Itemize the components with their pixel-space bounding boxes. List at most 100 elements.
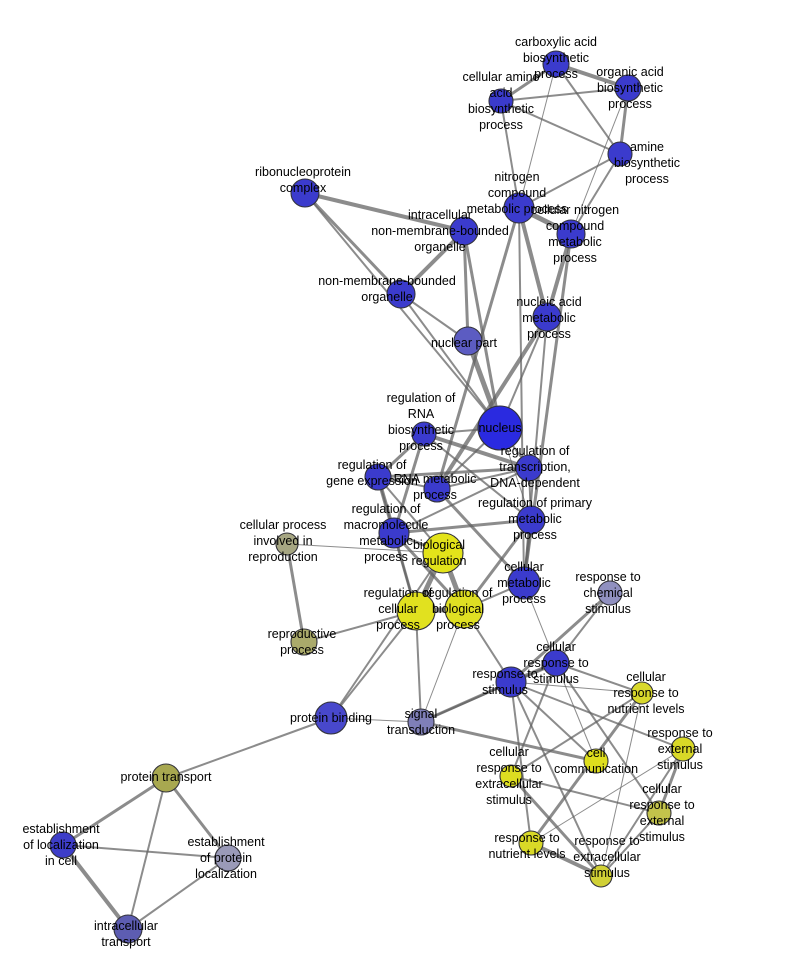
node-cellular_nitrogen_compound_metabolic[interactable]: [556, 219, 586, 249]
node-establishment_protein_localization[interactable]: [214, 844, 242, 872]
edge-establishment_localization_cell--establishment_protein_localization[interactable]: [62, 844, 229, 859]
edge-cellular_amino_acid_biosynthetic--amine_biosynthetic[interactable]: [500, 100, 621, 155]
node-reproductive_process[interactable]: [290, 628, 318, 656]
node-reg_cellular_process[interactable]: [396, 591, 436, 631]
edge-nmb_organelle--nucleus[interactable]: [400, 293, 501, 429]
edge-establishment_protein_localization--intracellular_transport[interactable]: [127, 857, 229, 930]
edge-protein_transport--intracellular_transport[interactable]: [127, 777, 167, 930]
node-amine_biosynthetic[interactable]: [607, 141, 633, 167]
edge-cellular_response_nutrient--cellular_response_extracellular[interactable]: [510, 692, 643, 777]
edge-response_nutrient--response_extracellular[interactable]: [529, 841, 603, 878]
edge-intracellular_nmb_organelle--nmb_organelle[interactable]: [399, 229, 466, 296]
node-reg_rna_biosynthetic[interactable]: [411, 421, 437, 447]
edge-intracellular_nmb_organelle--nuclear_part[interactable]: [462, 229, 470, 343]
node-reg_biological_process[interactable]: [444, 589, 484, 629]
node-response_extracellular[interactable]: [589, 864, 613, 888]
node-reg_macromolecule_metabolic[interactable]: [378, 517, 410, 549]
edge-protein_transport--establishment_protein_localization[interactable]: [164, 776, 230, 860]
edge-cellular_response_nutrient--response_extracellular[interactable]: [600, 692, 643, 877]
node-nuclear_part[interactable]: [453, 326, 483, 356]
edge-cellular_response_stimulus--response_chemical[interactable]: [555, 592, 611, 664]
node-response_stimulus[interactable]: [495, 666, 527, 698]
edge-cellular_response_stimulus--cellular_response_nutrient[interactable]: [555, 662, 643, 694]
edge-response_stimulus--response_nutrient[interactable]: [510, 681, 532, 844]
node-biological_regulation[interactable]: [422, 532, 464, 574]
node-intracellular_nmb_organelle[interactable]: [449, 216, 479, 246]
node-ribonucleoprotein_complex[interactable]: [290, 178, 320, 208]
edge-reg_primary_metabolic--reg_macromolecule_metabolic[interactable]: [392, 518, 533, 535]
edge-carboxylic_acid_biosynthetic--amine_biosynthetic[interactable]: [555, 63, 621, 155]
edge-intracellular_nmb_organelle--nucleus[interactable]: [462, 229, 502, 430]
edge-response_extracellular--cellular_response_extracellular[interactable]: [509, 774, 603, 878]
edge-cellular_response_stimulus--signal_transduction[interactable]: [420, 662, 557, 723]
edge-reg_cellular_process--protein_binding[interactable]: [330, 610, 417, 719]
edge-response_stimulus--cell_communication[interactable]: [510, 681, 597, 762]
edge-cellular_amino_acid_biosynthetic--nitrogen_compound_metabolic[interactable]: [500, 100, 520, 209]
edge-biological_regulation--protein_binding[interactable]: [330, 552, 444, 719]
edge-organic_acid_biosynthetic--cellular_nitrogen_compound_metabolic[interactable]: [570, 87, 629, 235]
edge-amine_biosynthetic--nitrogen_compound_metabolic[interactable]: [518, 153, 621, 209]
edge-response_extracellular--cellular_response_external[interactable]: [600, 812, 660, 877]
node-reg_gene_expression[interactable]: [364, 463, 392, 491]
edge-establishment_localization_cell--intracellular_transport[interactable]: [61, 843, 130, 931]
node-response_chemical[interactable]: [597, 580, 623, 606]
edge-amine_biosynthetic--cellular_nitrogen_compound_metabolic[interactable]: [570, 153, 621, 235]
edge-response_stimulus--cellular_response_nutrient[interactable]: [510, 681, 643, 694]
edge-response_external--response_extracellular[interactable]: [600, 748, 684, 877]
node-cellular_response_extracellular[interactable]: [499, 764, 523, 788]
node-cellular_response_stimulus[interactable]: [542, 649, 570, 677]
node-rna_metabolic[interactable]: [423, 475, 451, 503]
edge-reg_rna_biosynthetic--reg_primary_metabolic[interactable]: [423, 433, 532, 521]
edge-protein_binding--protein_transport[interactable]: [165, 717, 332, 779]
node-cellular_response_external[interactable]: [646, 800, 672, 826]
edge-cellular_response_stimulus--cell_communication[interactable]: [555, 662, 597, 762]
edge-cellular_process_reproduction--reproductive_process[interactable]: [285, 542, 306, 644]
edge-nitrogen_compound_metabolic--nucleic_acid_metabolic[interactable]: [517, 206, 549, 319]
node-organic_acid_biosynthetic[interactable]: [614, 74, 642, 102]
node-reg_primary_metabolic[interactable]: [516, 505, 546, 535]
edge-organic_acid_biosynthetic--cellular_amino_acid_biosynthetic[interactable]: [500, 87, 629, 102]
edge-ribonucleoprotein_complex--nmb_organelle[interactable]: [303, 191, 403, 296]
node-reg_transcription_dna[interactable]: [515, 454, 543, 482]
node-protein_binding[interactable]: [314, 701, 348, 735]
node-cell_communication[interactable]: [583, 748, 609, 774]
node-response_external[interactable]: [670, 736, 696, 762]
edge-response_stimulus--response_external[interactable]: [510, 681, 684, 750]
edge-protein_transport--establishment_localization_cell[interactable]: [61, 776, 168, 847]
edge-cellular_response_extracellular--cellular_response_external[interactable]: [510, 775, 660, 814]
node-cellular_response_nutrient[interactable]: [630, 681, 654, 705]
node-protein_transport[interactable]: [151, 763, 181, 793]
edge-reg_biological_process--signal_transduction[interactable]: [420, 608, 465, 723]
node-nucleus[interactable]: [477, 405, 523, 451]
node-nmb_organelle[interactable]: [386, 279, 416, 309]
node-response_nutrient[interactable]: [518, 830, 544, 856]
node-nitrogen_compound_metabolic[interactable]: [503, 192, 535, 224]
node-carboxylic_acid_biosynthetic[interactable]: [542, 50, 570, 78]
edge-response_stimulus--response_extracellular[interactable]: [510, 681, 602, 877]
edge-rna_metabolic--cellular_metabolic[interactable]: [435, 487, 526, 585]
node-establishment_localization_cell[interactable]: [49, 831, 77, 859]
node-cellular_process_reproduction[interactable]: [275, 532, 299, 556]
node-cellular_metabolic[interactable]: [507, 566, 541, 600]
edge-ribonucleoprotein_complex--intracellular_nmb_organelle[interactable]: [303, 191, 466, 233]
edge-cellular_response_stimulus--cellular_response_extracellular[interactable]: [510, 662, 557, 777]
node-signal_transduction[interactable]: [407, 708, 435, 736]
edge-response_stimulus--response_chemical[interactable]: [509, 591, 612, 684]
node-intracellular_transport[interactable]: [113, 914, 143, 944]
edge-ribonucleoprotein_complex--nucleus[interactable]: [304, 192, 501, 429]
edge-biological_regulation--cellular_process_reproduction[interactable]: [286, 543, 444, 554]
edge-cell_communication--signal_transduction[interactable]: [419, 720, 598, 763]
edge-carboxylic_acid_biosynthetic--nitrogen_compound_metabolic[interactable]: [518, 63, 557, 209]
node-cellular_amino_acid_biosynthetic[interactable]: [488, 88, 514, 114]
node-nucleic_acid_metabolic[interactable]: [532, 302, 562, 332]
edge-reg_transcription_dna--rna_metabolic[interactable]: [436, 467, 530, 490]
